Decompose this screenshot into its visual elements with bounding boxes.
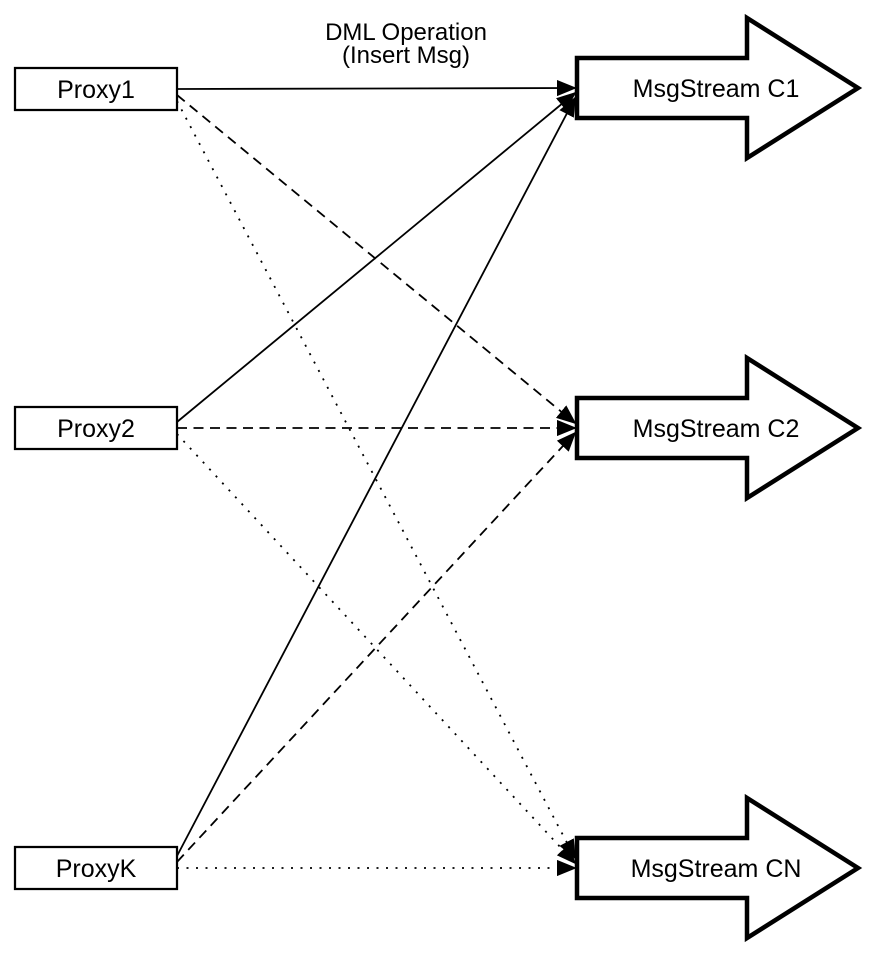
edge-proxyk-c2-dashed [176, 431, 577, 863]
proxy2-box [13, 405, 179, 451]
edge-proxy1-c1-solid [176, 79, 577, 97]
dml-operation-line1: DML Operation [325, 19, 487, 46]
proxyk-box [13, 845, 179, 891]
stream-node-c1: MsgStream C1 [574, 13, 863, 163]
edge-proxy1-c2-dashed [176, 94, 577, 425]
cn-label: MsgStream CN [631, 855, 802, 883]
proxy1-label: Proxy1 [57, 76, 135, 104]
proxy1-box [13, 66, 179, 112]
dml-operation-label: DML Operation (Insert Msg) [325, 19, 487, 69]
edge-proxy2-c1-solid [176, 91, 577, 423]
edge-proxyk-c1-solid [176, 96, 576, 857]
edge-proxy1-cn-dotted [176, 100, 576, 860]
c2-arrow-shape [574, 353, 863, 503]
cn-arrow-shape [574, 793, 863, 943]
c1-label: MsgStream C1 [633, 75, 800, 103]
stream-node-c2: MsgStream C2 [574, 353, 863, 503]
proxy-node-proxyk: ProxyK [13, 845, 179, 891]
stream-node-cn: MsgStream CN [574, 793, 863, 943]
c2-label: MsgStream C2 [633, 415, 800, 443]
c1-arrow-shape [574, 13, 863, 163]
proxy2-label: Proxy2 [57, 415, 135, 443]
proxyk-label: ProxyK [56, 855, 137, 883]
proxy-node-proxy2: Proxy2 [13, 405, 179, 451]
dml-operation-line2: (Insert Msg) [341, 42, 471, 69]
proxy-node-proxy1: Proxy1 [13, 66, 179, 112]
